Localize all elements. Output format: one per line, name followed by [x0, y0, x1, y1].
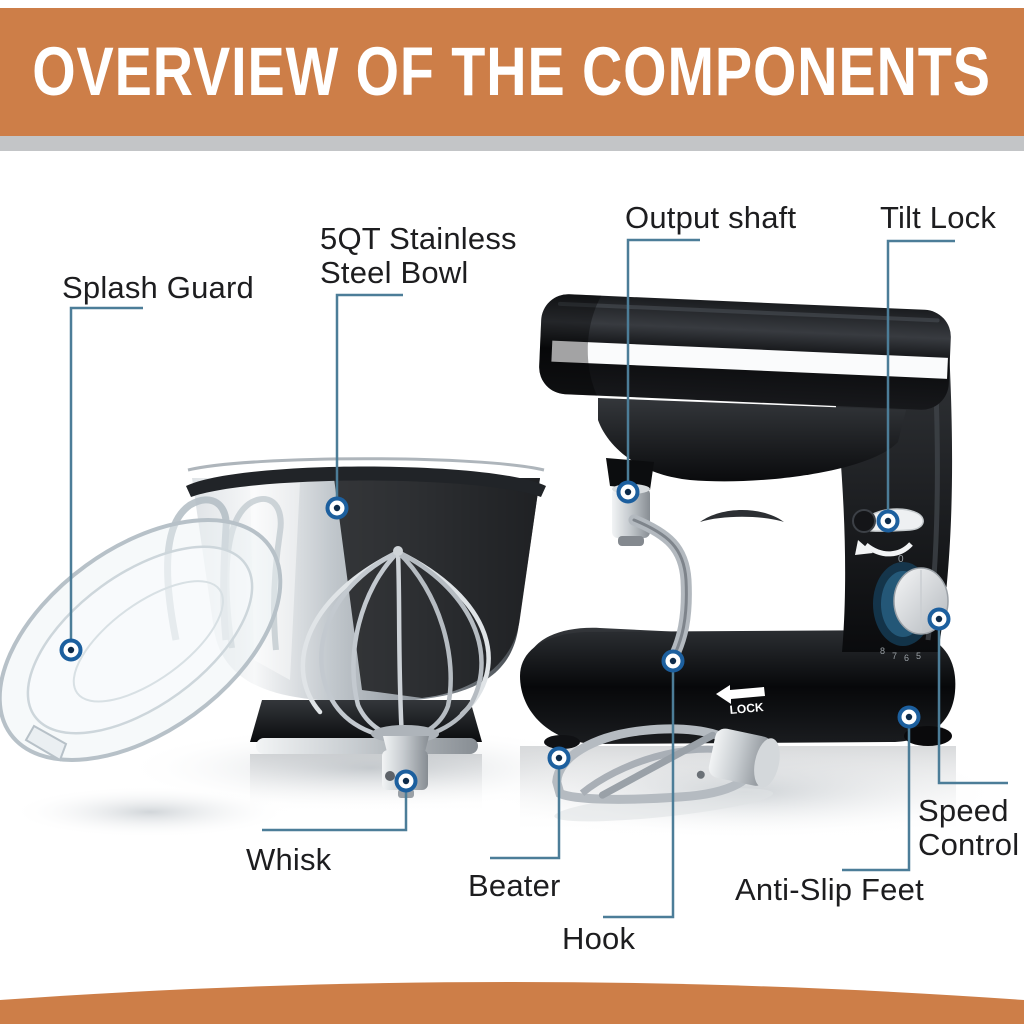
marker-anti-slip	[897, 705, 921, 729]
dial-mark-6: 6	[904, 653, 909, 663]
label-whisk-text: Whisk	[246, 842, 332, 877]
dial-mark-8: 8	[880, 646, 885, 656]
label-tilt-lock: Tilt Lock	[880, 201, 996, 235]
anti-slip-foot	[904, 726, 952, 746]
callout-line-bowl	[335, 293, 403, 498]
callout-line-anti-slip	[842, 727, 911, 872]
label-splash-guard: Splash Guard	[62, 271, 254, 305]
callout-line-hook	[603, 670, 675, 919]
callout-line-whisk	[262, 790, 408, 832]
callout-line-splash-guard	[69, 306, 143, 641]
label-whisk: Whisk	[246, 843, 331, 877]
floor-reflections	[10, 726, 1005, 840]
callout-lines	[69, 238, 1008, 919]
flat-beater	[552, 724, 780, 822]
label-speed-control: Speed Control	[918, 794, 1019, 862]
marker-hook	[661, 649, 685, 673]
lock-label: LOCK	[729, 700, 764, 717]
marker-tilt-lock	[876, 509, 900, 533]
mixer-head	[539, 294, 951, 410]
marker-splash-guard	[59, 638, 83, 662]
callout-line-tilt-lock	[886, 239, 955, 511]
label-anti-slip-feet: Anti-Slip Feet	[735, 873, 924, 907]
stand-mixer-body: LOCK	[520, 294, 956, 749]
head-white-stripe	[551, 340, 948, 379]
callout-markers	[59, 480, 951, 793]
dial-mark-0: 0	[898, 554, 904, 565]
label-bowl-line2: Steel Bowl	[320, 255, 469, 290]
title-banner: OVERVIEW OF THE COMPONENTS	[0, 8, 1024, 136]
label-output-shaft-text: Output shaft	[625, 200, 797, 235]
label-output-shaft: Output shaft	[625, 201, 796, 235]
callout-line-speed-control	[937, 629, 1008, 785]
label-speed-control-line2: Control	[918, 827, 1020, 862]
marker-bowl	[325, 496, 349, 520]
label-splash-guard-text: Splash Guard	[62, 270, 254, 305]
dial-mark-5: 5	[916, 651, 921, 661]
callout-line-output-shaft	[626, 238, 700, 482]
label-tilt-lock-text: Tilt Lock	[880, 200, 997, 235]
label-hook: Hook	[562, 922, 635, 956]
dial-mark-7: 7	[892, 651, 897, 661]
marker-whisk	[394, 769, 418, 793]
label-beater: Beater	[468, 869, 561, 903]
label-beater-text: Beater	[468, 868, 561, 903]
marker-speed-control	[927, 607, 951, 631]
label-anti-slip-feet-text: Anti-Slip Feet	[735, 872, 924, 907]
label-hook-text: Hook	[562, 921, 636, 956]
callout-line-beater	[490, 768, 561, 860]
marker-output-shaft	[616, 480, 640, 504]
lock-arrow	[716, 685, 765, 704]
gray-divider-strip	[0, 136, 1024, 151]
label-bowl: 5QT Stainless Steel Bowl	[320, 222, 517, 290]
marker-beater	[547, 746, 571, 770]
anti-slip-foot-left	[544, 735, 580, 749]
label-speed-control-line1: Speed	[918, 793, 1009, 828]
label-bowl-line1: 5QT Stainless	[320, 221, 517, 256]
whisk	[300, 546, 491, 798]
footer-band	[0, 982, 1024, 1024]
page-title: OVERVIEW OF THE COMPONENTS	[32, 34, 992, 110]
